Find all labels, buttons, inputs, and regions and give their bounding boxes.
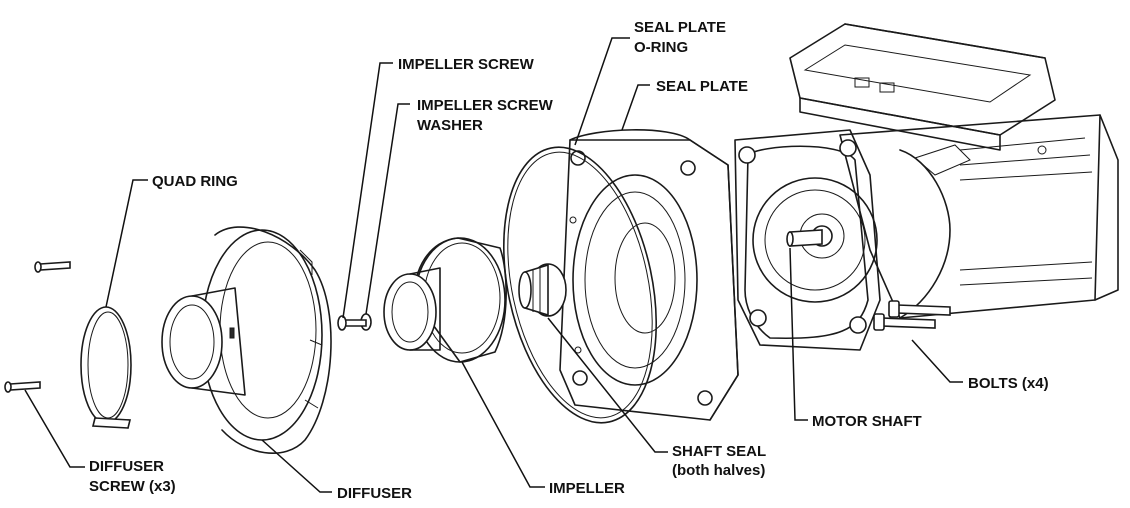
label-seal-plate: SEAL PLATE xyxy=(656,78,748,95)
motor xyxy=(734,23,1119,351)
label-diffuser: DIFFUSER xyxy=(337,485,412,502)
label-quad-ring: QUAD RING xyxy=(152,173,238,190)
leader-lines xyxy=(24,37,963,493)
shaft-seal xyxy=(518,263,567,317)
bolts-part xyxy=(873,300,951,331)
impeller-part xyxy=(383,237,507,363)
label-impeller-screw-washer-1: IMPELLER SCREW xyxy=(417,97,554,114)
diffuser-screws-part xyxy=(4,261,71,393)
label-shaft-seal-2: (both halves) xyxy=(672,462,765,479)
label-diffuser-screw-1: DIFFUSER xyxy=(89,458,164,475)
label-motor-shaft: MOTOR SHAFT xyxy=(812,413,922,430)
label-shaft-seal-1: SHAFT SEAL xyxy=(672,443,766,460)
label-seal-plate-oring-2: O-RING xyxy=(634,39,688,56)
seal-plate xyxy=(559,129,739,421)
label-impeller: IMPELLER xyxy=(549,480,625,497)
impeller-screw-part xyxy=(337,315,367,331)
label-bolts: BOLTS (x4) xyxy=(968,375,1049,392)
label-seal-plate-oring-1: SEAL PLATE xyxy=(634,19,726,36)
quad-ring-part xyxy=(80,306,132,429)
motor-shaft-part xyxy=(789,229,823,247)
diffuser-part xyxy=(161,226,332,454)
label-diffuser-screw-2: SCREW (x3) xyxy=(89,478,176,495)
callout-labels: SEAL PLATE O-RING SEAL PLATE IMPELLER SC… xyxy=(89,19,1049,502)
seal-plate-oring xyxy=(502,146,658,424)
label-impeller-screw-washer-2: WASHER xyxy=(417,117,483,134)
label-impeller-screw: IMPELLER SCREW xyxy=(398,56,535,73)
